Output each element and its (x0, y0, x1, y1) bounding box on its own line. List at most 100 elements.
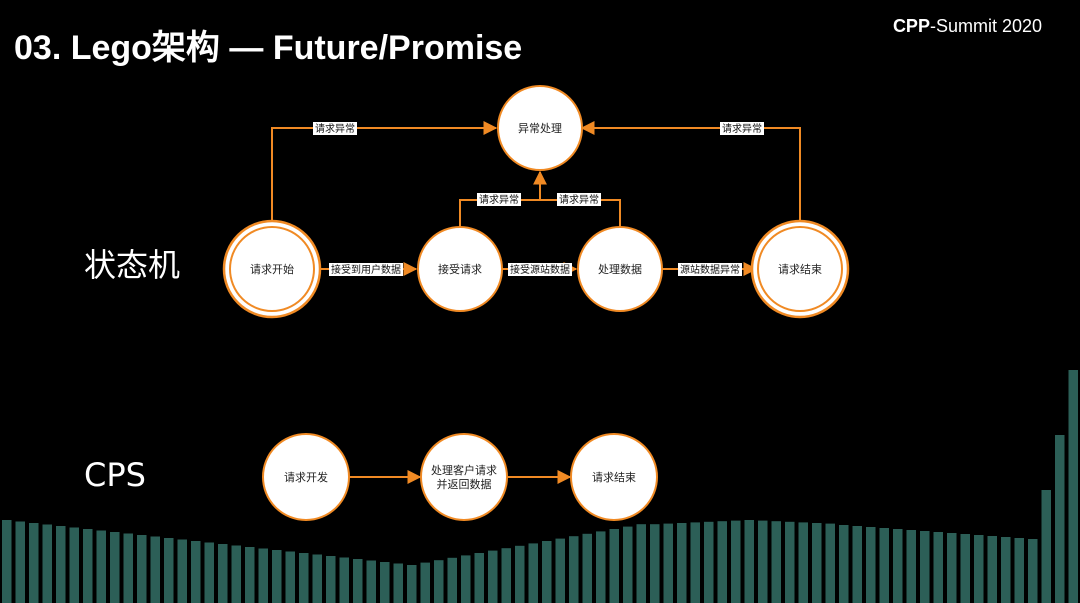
decorative-bar (852, 526, 862, 603)
decorative-bar (933, 532, 943, 603)
cps-node-finish-label: 请求结束 (592, 471, 636, 484)
decorative-bar (474, 553, 484, 603)
decorative-bar (920, 531, 930, 603)
decorative-bar (825, 523, 835, 603)
edge-label-receive-to-exception: 请求异常 (479, 193, 519, 206)
decorative-bar (123, 533, 133, 603)
decorative-bar (353, 559, 363, 603)
decorative-bar (164, 538, 174, 603)
section-label-cps: CPS (84, 456, 146, 494)
node-receive: 接受请求 (417, 226, 503, 312)
decorative-bar (56, 526, 66, 603)
decorative-bar (272, 550, 282, 603)
decorative-bar (393, 563, 403, 603)
edge-label-start-to-exception: 请求异常 (315, 122, 355, 135)
decorative-bar (96, 530, 106, 603)
decorative-bar (245, 547, 255, 603)
decorative-bar (731, 520, 741, 603)
decorative-bar (461, 555, 471, 603)
decorative-bar (663, 523, 673, 603)
decorative-bar (110, 532, 120, 603)
decorative-bar (866, 527, 876, 603)
decorative-bar (137, 535, 147, 603)
decorative-bar (2, 520, 12, 603)
decorative-bar (258, 548, 268, 603)
decorative-bar (690, 522, 700, 603)
decorative-bar (704, 521, 714, 603)
decorative-bar (677, 523, 687, 603)
edge-label-receive-to-process: 接受源站数据 (510, 263, 570, 276)
decorative-bar (528, 543, 538, 603)
brand-logo-rest: -Summit 2020 (929, 16, 1042, 36)
decorative-bar (150, 536, 160, 603)
brand-logo-bold: CPP (892, 16, 930, 36)
decorative-bar (326, 556, 336, 603)
decorative-bar (204, 542, 214, 603)
cps-node-handle-label-line1: 处理客户请求 (431, 463, 497, 477)
edge-end-to-exception (580, 121, 801, 222)
node-exception-label: 异常处理 (518, 122, 562, 135)
decorative-bar (798, 522, 808, 603)
decorative-bar (218, 544, 228, 603)
cps-node-finish: 请求结束 (570, 433, 658, 521)
decorative-bar (609, 529, 619, 603)
decorative-bar (488, 550, 498, 603)
edge-start-to-exception (271, 121, 498, 222)
decorative-bar (974, 535, 984, 603)
decorative-bar (906, 530, 916, 603)
decorative-bar (420, 562, 430, 603)
decorative-bar (1028, 539, 1038, 603)
decorative-bar (177, 539, 187, 603)
decorative-bar (1001, 537, 1011, 603)
decorative-bar (69, 527, 79, 603)
decorative-bar (1055, 435, 1065, 603)
decorative-bar (717, 521, 727, 603)
decorative-bar (380, 562, 390, 603)
decorative-bar (1014, 538, 1024, 603)
node-process-label: 处理数据 (598, 262, 642, 276)
decorative-bar (312, 554, 322, 603)
edge-label-process-to-exception: 请求异常 (559, 193, 599, 206)
decorative-bar (15, 521, 25, 603)
decorative-bar (555, 538, 565, 603)
decorative-bar (339, 557, 349, 603)
decorative-bar (879, 528, 889, 603)
decorative-bar (1068, 370, 1078, 603)
decorative-bar (434, 560, 444, 603)
decorative-bar (83, 529, 93, 603)
decorative-bar (191, 541, 201, 603)
decorative-bar (582, 533, 592, 603)
decorative-bar (839, 525, 849, 603)
cps-node-begin-label: 请求开发 (284, 470, 328, 484)
decorative-bar (771, 521, 781, 603)
cps-node-begin: 请求开发 (262, 433, 350, 521)
node-receive-label: 接受请求 (438, 263, 482, 276)
decorative-bar (785, 521, 795, 603)
decorative-bar (542, 541, 552, 603)
edge-label-process-to-end: 源站数据异常 (680, 263, 740, 276)
decorative-bar (42, 524, 52, 603)
decorative-bar (447, 557, 457, 603)
decorative-bar (636, 524, 646, 603)
decorative-bar (501, 548, 511, 603)
slide-title: 03. Lego架构 — Future/Promise (14, 29, 523, 67)
brand-logo: CPP-Summit 2020 (893, 16, 1042, 37)
decorative-bar (650, 524, 660, 603)
decorative-bar (812, 523, 822, 603)
decorative-bar (596, 531, 606, 603)
node-end-label: 请求结束 (778, 263, 822, 276)
decorative-bar (29, 523, 39, 603)
cps-node-handle: 处理客户请求 并返回数据 (420, 433, 508, 521)
decorative-bar (947, 533, 957, 603)
decorative-bar (744, 520, 754, 603)
cps-node-handle-label-line2: 并返回数据 (437, 477, 492, 491)
decorative-bar (623, 526, 633, 603)
section-label-state-machine: 状态机 (84, 246, 181, 284)
decorative-bar (758, 520, 768, 603)
decorative-bar (515, 545, 525, 603)
decorative-bar (285, 551, 295, 603)
edge-label-end-to-exception: 请求异常 (722, 122, 762, 135)
